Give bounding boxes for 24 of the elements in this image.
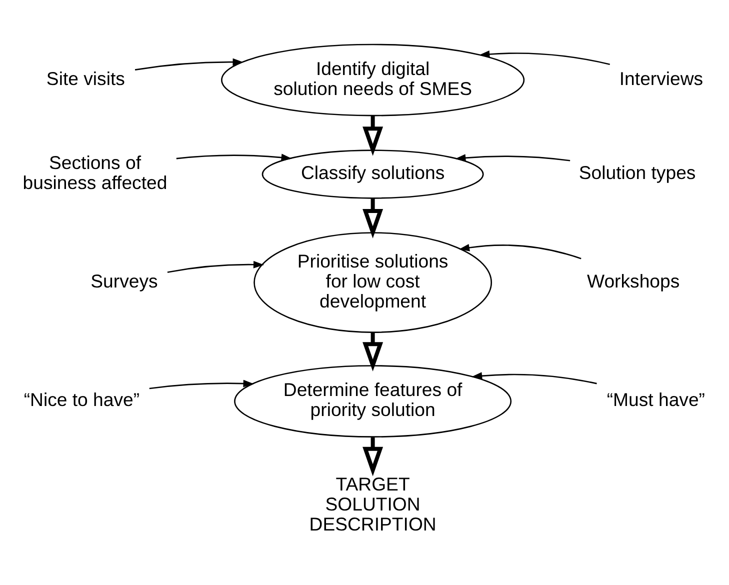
node-text: “Must have”: [606, 389, 706, 410]
node-text: Interviews: [619, 68, 704, 89]
arrow: [176, 154, 292, 162]
arrow: [362, 198, 384, 238]
node-text: Surveys: [90, 270, 158, 292]
node-text: “Nice to have”: [24, 389, 140, 410]
arrow: [458, 244, 582, 260]
node-text: Solution types: [578, 162, 696, 184]
node-ellipse: Classify solutions: [262, 150, 484, 199]
node-text: Sections of business affected: [22, 152, 168, 194]
node-text: Workshops: [586, 270, 680, 292]
arrow: [362, 116, 384, 156]
node-text: TARGET SOLUTION DESCRIPTION: [309, 473, 436, 534]
arrow: [362, 438, 384, 476]
arrow: [134, 58, 244, 70]
arrow: [478, 50, 610, 65]
node-ellipse: Identify digital solution needs of SMES: [221, 44, 525, 116]
arrow: [167, 260, 264, 273]
arrow: [149, 380, 254, 390]
node-ellipse: Determine features of priority solution: [234, 365, 512, 438]
node-text: Site visits: [46, 68, 125, 89]
arrow: [362, 332, 384, 372]
arrow: [455, 154, 570, 162]
arrow: [471, 372, 597, 384]
